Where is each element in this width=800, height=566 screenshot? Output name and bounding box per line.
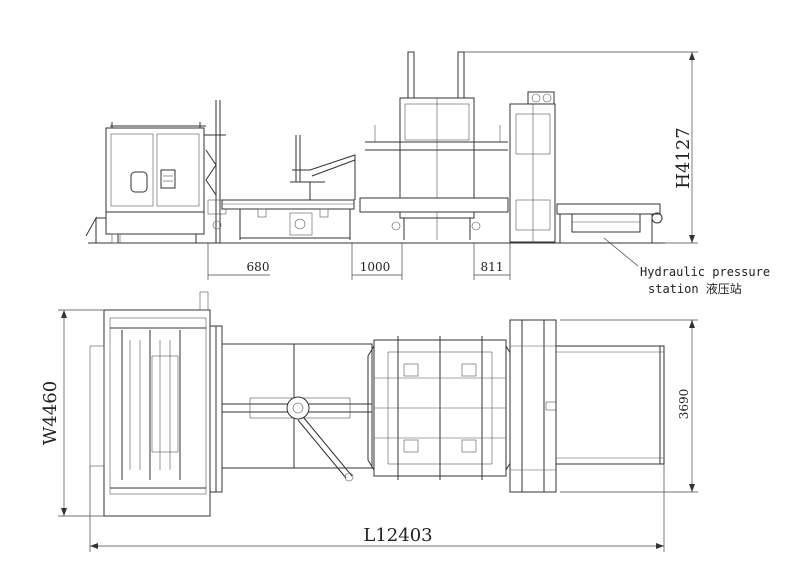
conveyor-1-plan [221,343,373,482]
stacking-tower [509,91,556,243]
left-upright [204,100,227,243]
flip-arm [290,135,356,200]
width-dimension: W4460 [40,309,104,517]
hydraulic-note: Hydraulic pressure station 液压站 [603,237,770,296]
width-label: W4460 [40,381,61,445]
height-dimension: H4127 [464,51,698,244]
side-elevation-view: H4127 680 1000 811 Hydraulic pressure st… [85,51,770,296]
left-cabinet-plan [89,291,211,517]
outfeed-plan [555,345,665,465]
dimension-3690-label: 3690 [677,389,691,420]
conveyor-1 [221,199,355,240]
hydraulic-station [571,213,641,233]
press-frame [359,51,509,240]
plan-view: W4460 3690 L12403 [40,291,698,552]
dimension-3690: 3690 [560,319,698,493]
length-label: L12403 [363,525,432,546]
left-cabinet [85,122,206,244]
gap-dimensions: 680 1000 811 [207,243,511,280]
height-label: H4127 [673,127,694,189]
length-dimension: L12403 [89,464,665,552]
hydraulic-note-line1: Hydraulic pressure [640,265,770,279]
stacker-plan [509,319,557,493]
gap-1000-label: 1000 [360,260,391,274]
press-plan [367,336,513,480]
gap-680-label: 680 [247,260,270,274]
hydraulic-note-line2: station 液压站 [648,281,742,296]
outfeed-conveyor [556,203,663,243]
gap-811-label: 811 [481,260,504,274]
upright-plan [209,325,223,493]
